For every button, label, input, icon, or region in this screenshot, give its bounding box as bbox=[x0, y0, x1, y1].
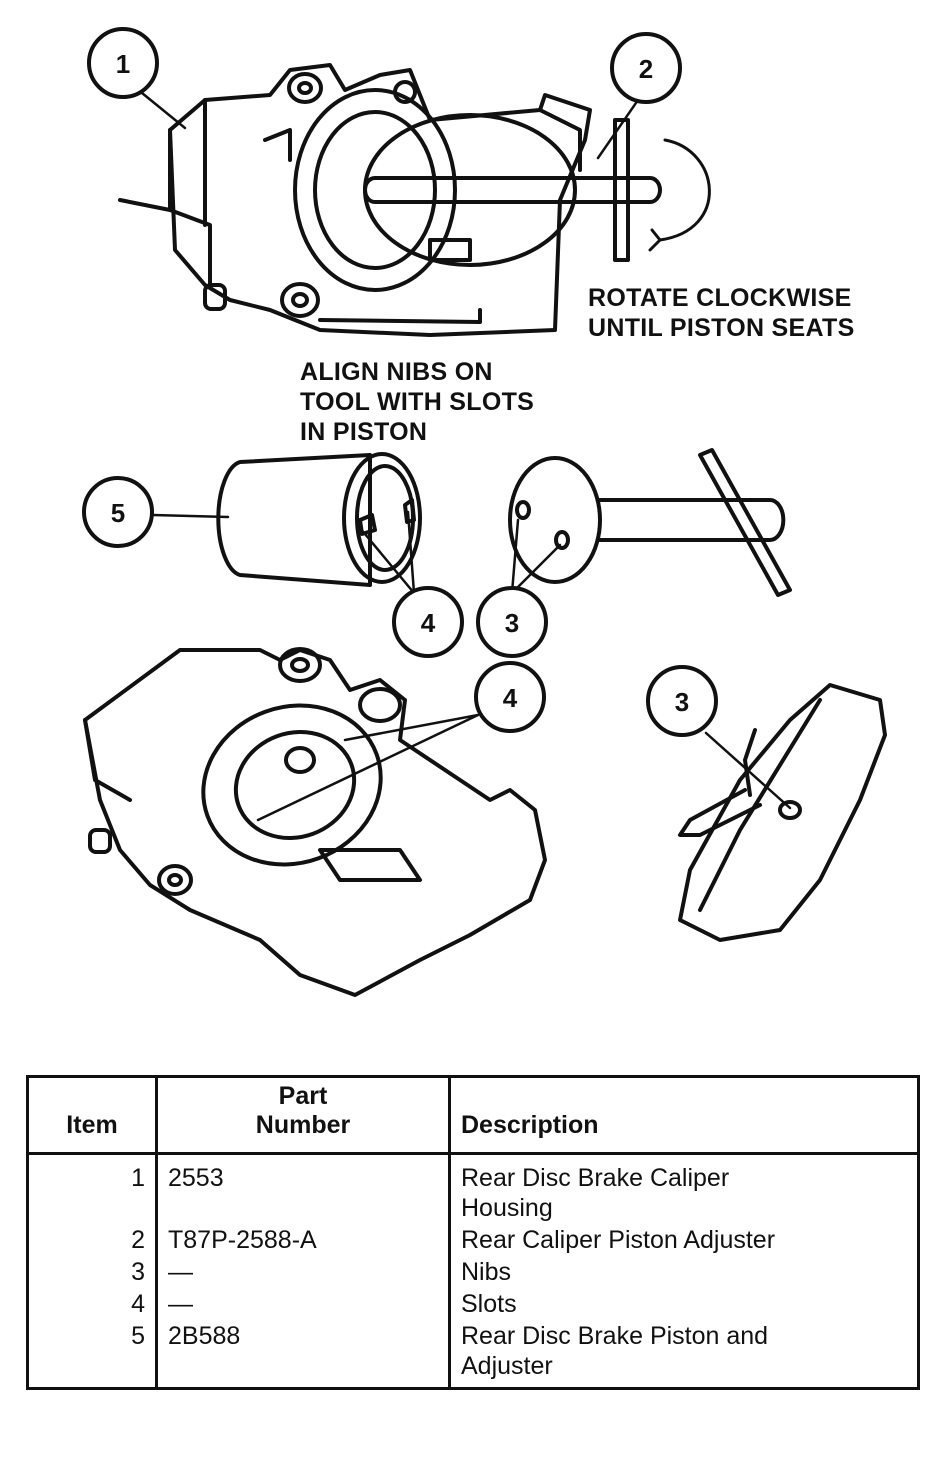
rotate-instruction-line-2: UNTIL PISTON SEATS bbox=[588, 313, 855, 343]
callout-3-nibs-tool: 3 bbox=[478, 588, 546, 656]
header-part-number: Part Number bbox=[157, 1077, 450, 1154]
rotate-instruction-line-1: ROTATE CLOCKWISE bbox=[588, 283, 855, 313]
callout-4-slots-piston: 4 bbox=[394, 588, 462, 656]
table-header-row: Item Part Number Description bbox=[28, 1077, 919, 1154]
header-part-number-line-2: Number bbox=[168, 1111, 438, 1140]
parts-table: Item Part Number Description 1 2553 Rear… bbox=[26, 1075, 920, 1390]
cell-description-line: Slots bbox=[461, 1289, 907, 1319]
cell-description-line: Housing bbox=[461, 1193, 907, 1223]
cell-description-line: Adjuster bbox=[461, 1351, 907, 1381]
align-instruction-line-3: IN PISTON bbox=[300, 417, 534, 447]
cell-part-number: — bbox=[157, 1288, 450, 1320]
callout-2: 2 bbox=[612, 34, 680, 102]
cell-item: 2 bbox=[28, 1224, 157, 1256]
cell-description-line: Rear Disc Brake Piston and bbox=[461, 1321, 907, 1351]
callout-5: 5 bbox=[84, 478, 152, 546]
cell-description: Slots bbox=[450, 1288, 919, 1320]
header-part-number-line-1: Part bbox=[168, 1082, 438, 1111]
align-instruction-line-2: TOOL WITH SLOTS bbox=[300, 387, 534, 417]
svg-text:3: 3 bbox=[675, 687, 689, 717]
table-row: 4 — Slots bbox=[28, 1288, 919, 1320]
cell-description: Rear Disc Brake Piston and Adjuster bbox=[450, 1320, 919, 1389]
cell-part-number: — bbox=[157, 1256, 450, 1288]
tool-head-with-nibs bbox=[510, 450, 790, 595]
header-item: Item bbox=[28, 1077, 157, 1154]
cell-item: 5 bbox=[28, 1320, 157, 1389]
cell-part-number: 2553 bbox=[157, 1154, 450, 1225]
align-instruction-line-1: ALIGN NIBS ON bbox=[300, 357, 534, 387]
header-description: Description bbox=[450, 1077, 919, 1154]
callout-3-nibs-pad: 3 bbox=[648, 667, 716, 735]
cell-item: 4 bbox=[28, 1288, 157, 1320]
cell-description-line: Rear Disc Brake Caliper bbox=[461, 1163, 907, 1193]
caliper-diagram: 1 2 5 4 3 4 3 bbox=[0, 0, 950, 1050]
piston-adjuster-tool bbox=[365, 120, 709, 260]
cell-item: 1 bbox=[28, 1154, 157, 1225]
cell-description-line: Rear Caliper Piston Adjuster bbox=[461, 1225, 907, 1255]
cell-description: Rear Caliper Piston Adjuster bbox=[450, 1224, 919, 1256]
align-instruction: ALIGN NIBS ON TOOL WITH SLOTS IN PISTON bbox=[300, 357, 534, 447]
cell-description: Nibs bbox=[450, 1256, 919, 1288]
callout-1: 1 bbox=[89, 29, 157, 97]
svg-text:2: 2 bbox=[639, 54, 653, 84]
table-row: 2 T87P-2588-A Rear Caliper Piston Adjust… bbox=[28, 1224, 919, 1256]
table-row: 1 2553 Rear Disc Brake Caliper Housing bbox=[28, 1154, 919, 1225]
svg-text:3: 3 bbox=[505, 608, 519, 638]
svg-text:5: 5 bbox=[111, 498, 125, 528]
cell-description: Rear Disc Brake Caliper Housing bbox=[450, 1154, 919, 1225]
cell-description-line: Nibs bbox=[461, 1257, 907, 1287]
svg-text:1: 1 bbox=[116, 49, 130, 79]
rotate-instruction: ROTATE CLOCKWISE UNTIL PISTON SEATS bbox=[588, 283, 855, 343]
svg-text:4: 4 bbox=[503, 683, 518, 713]
cell-item: 3 bbox=[28, 1256, 157, 1288]
brake-pad bbox=[680, 685, 885, 940]
callout-4-slots-housing: 4 bbox=[476, 663, 544, 731]
table-row: 3 — Nibs bbox=[28, 1256, 919, 1288]
svg-text:4: 4 bbox=[421, 608, 436, 638]
cell-part-number: 2B588 bbox=[157, 1320, 450, 1389]
table-row: 5 2B588 Rear Disc Brake Piston and Adjus… bbox=[28, 1320, 919, 1389]
cell-part-number: T87P-2588-A bbox=[157, 1224, 450, 1256]
